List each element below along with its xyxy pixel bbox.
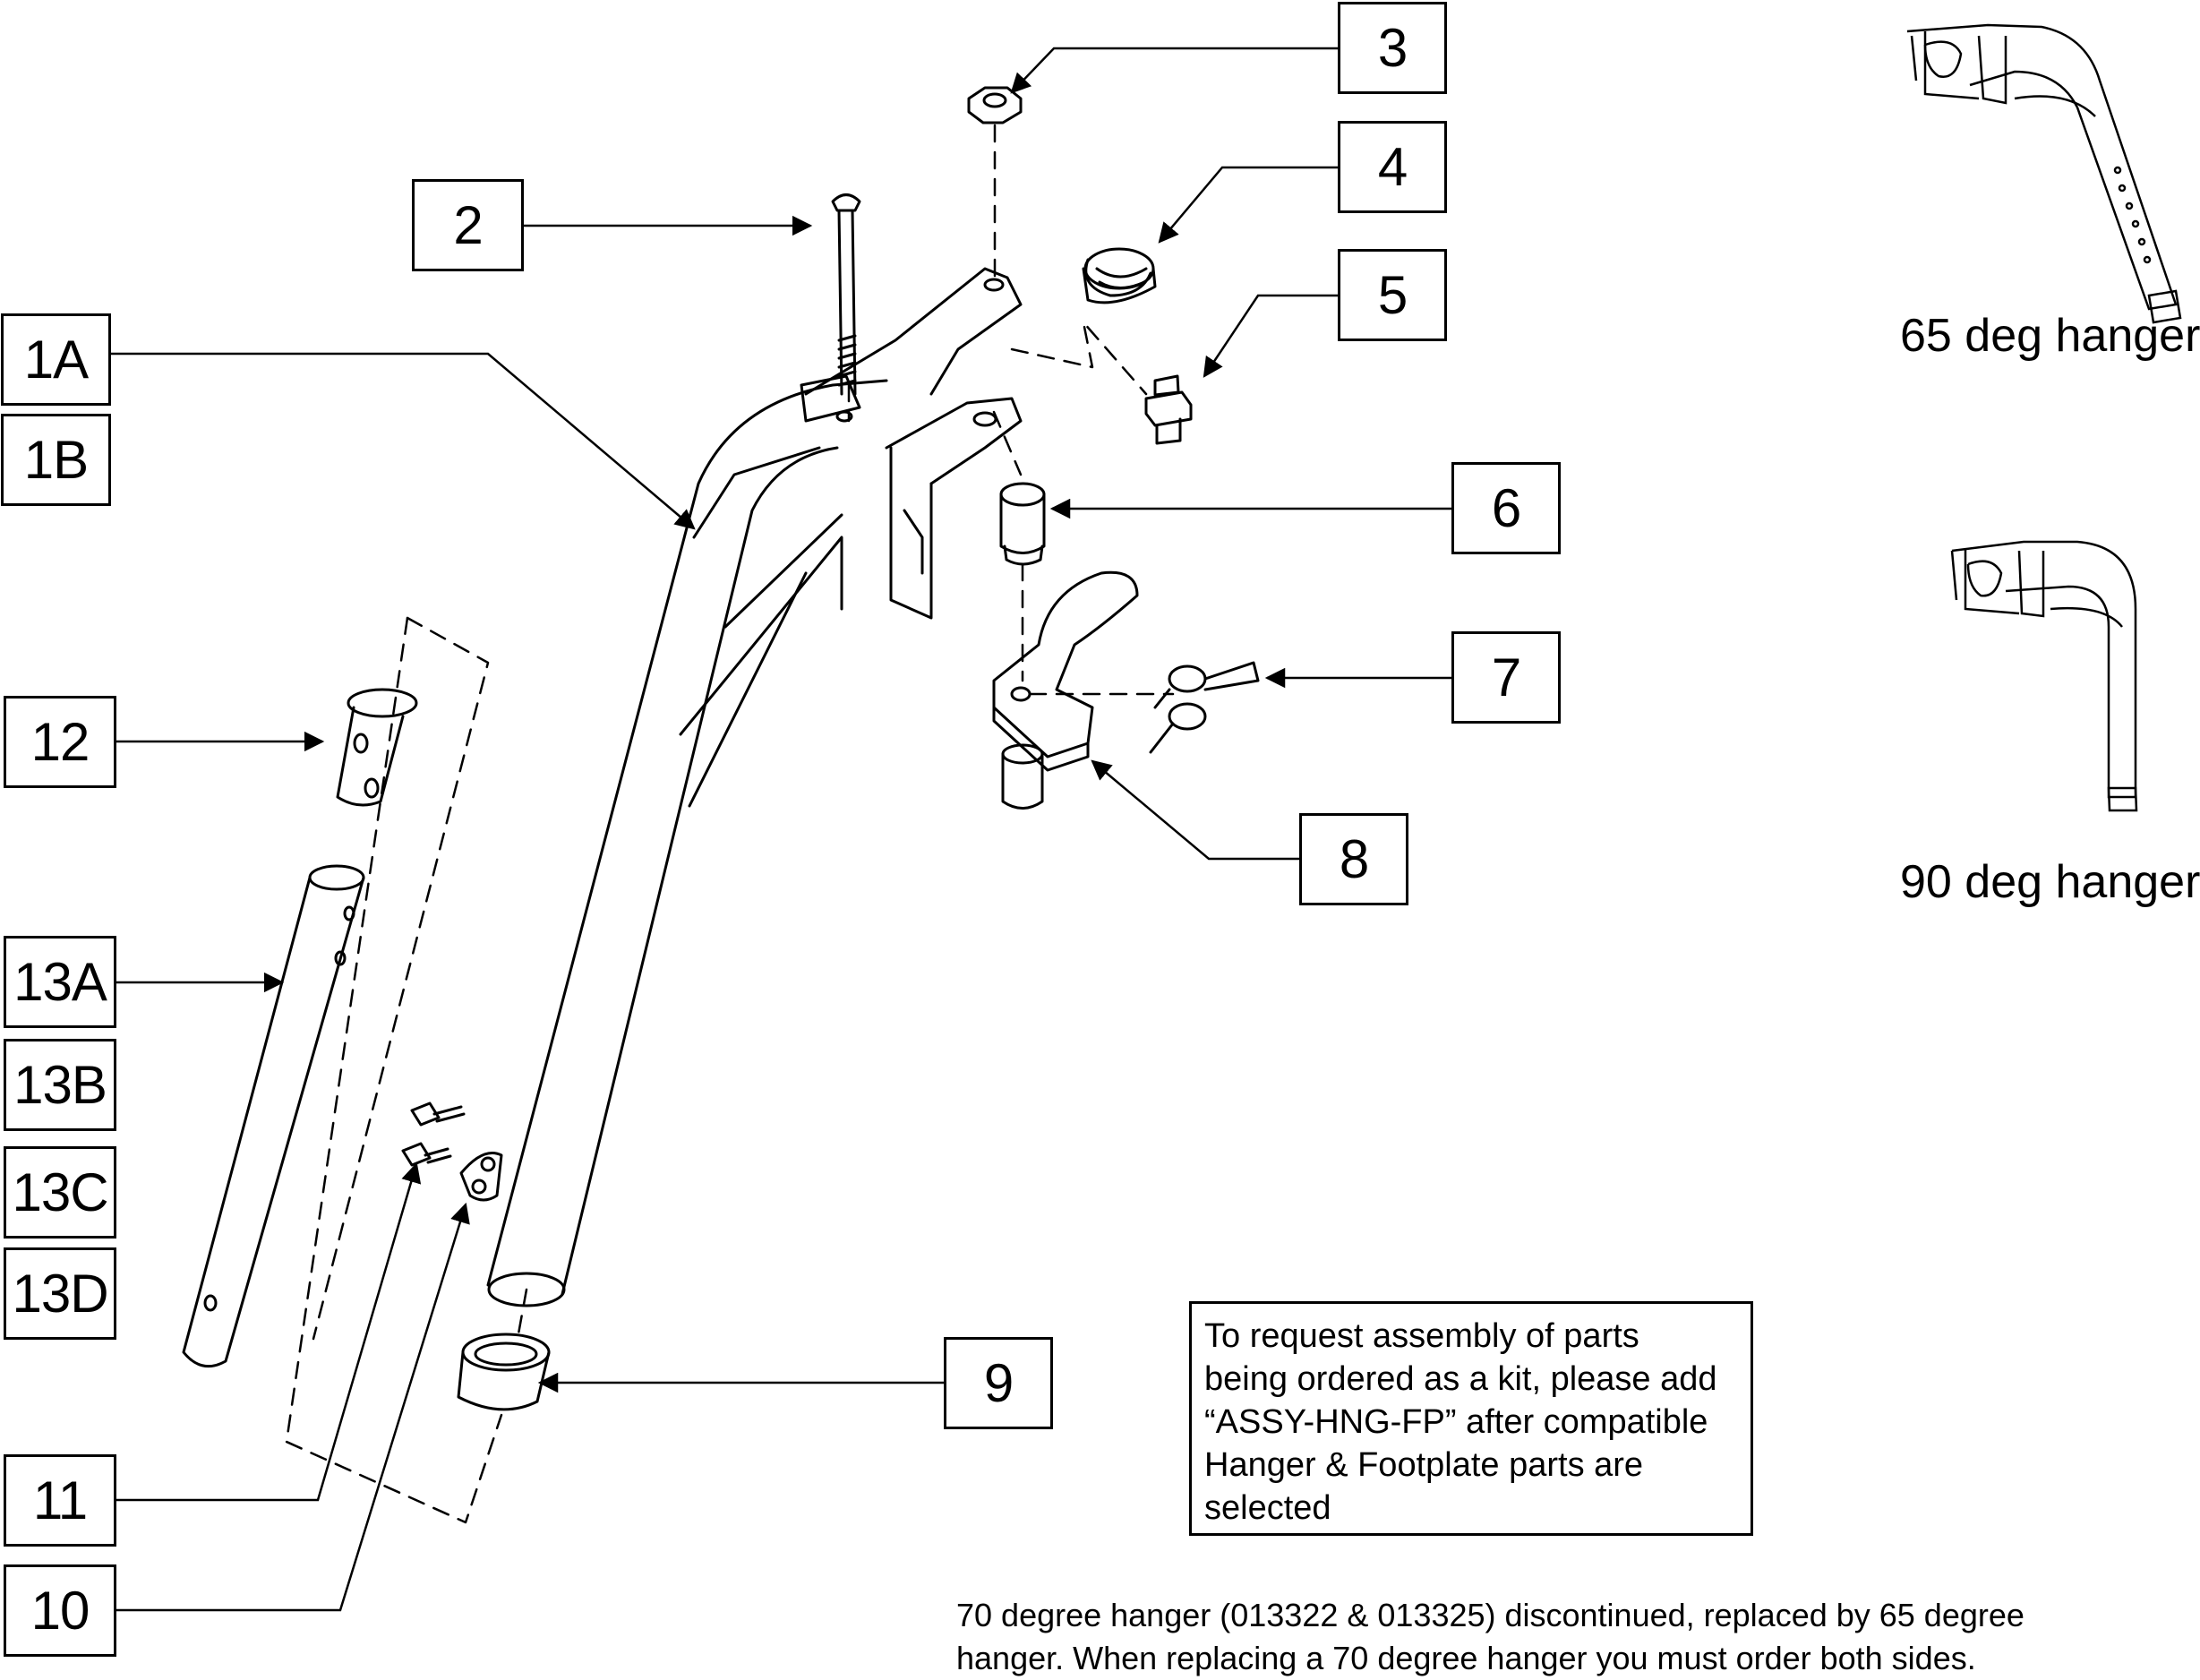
assembly-lines (285, 124, 1175, 1524)
extension-tube-part (182, 864, 365, 1368)
callout-12: 12 (4, 696, 116, 788)
note-line: To request assembly of parts (1204, 1317, 1639, 1355)
screws-part (401, 1101, 466, 1167)
clamp-plate-part (459, 1152, 503, 1202)
callout-9: 9 (944, 1337, 1053, 1429)
discontinued-note: 70 degree hanger (013322 & 013325) disco… (956, 1594, 2120, 1680)
note-line: Hanger & Footplate parts are (1204, 1446, 1644, 1484)
note-line: selected (1204, 1489, 1331, 1527)
assembly-note: To request assembly of parts being order… (1189, 1301, 1753, 1536)
hanger-65-thumbnail (1906, 23, 2182, 324)
bolt-part (831, 193, 861, 396)
note-line: “ASSY-HNG-FP” after compatible (1204, 1403, 1708, 1441)
footer-line: 70 degree hanger (013322 & 013325) disco… (956, 1597, 2025, 1633)
hanger-tube-part (486, 267, 1023, 1307)
hanger-65-caption: 65 deg hanger (1900, 310, 2200, 362)
callout-13a: 13A (4, 936, 116, 1028)
leader-lines (109, 47, 1451, 1612)
callout-5: 5 (1338, 249, 1447, 341)
bushing-part (999, 482, 1046, 566)
nut-part (967, 86, 1023, 124)
callout-1b: 1B (1, 414, 111, 506)
callout-7: 7 (1451, 631, 1561, 724)
hanger-90-thumbnail (1950, 540, 2138, 812)
pin-part (336, 688, 418, 807)
callout-3: 3 (1338, 2, 1447, 94)
callout-1a: 1A (1, 313, 111, 406)
footer-line: hanger. When replacing a 70 degree hange… (956, 1640, 1976, 1676)
callout-11: 11 (4, 1454, 116, 1547)
callout-4: 4 (1338, 121, 1447, 213)
latch-lever-part (992, 570, 1139, 810)
callout-8: 8 (1299, 813, 1408, 905)
callout-6: 6 (1451, 462, 1561, 554)
callout-13d: 13D (4, 1247, 116, 1340)
callout-13b: 13B (4, 1039, 116, 1131)
callout-10: 10 (4, 1564, 116, 1657)
bumper-part (1082, 247, 1157, 304)
spring-part (1149, 661, 1260, 754)
callout-2: 2 (412, 179, 524, 271)
note-line: being ordered as a kit, please add (1204, 1360, 1717, 1398)
stop-pin-part (1144, 374, 1193, 445)
callout-13c: 13C (4, 1146, 116, 1239)
sleeve-part (457, 1333, 551, 1411)
hanger-90-caption: 90 deg hanger (1900, 856, 2200, 908)
